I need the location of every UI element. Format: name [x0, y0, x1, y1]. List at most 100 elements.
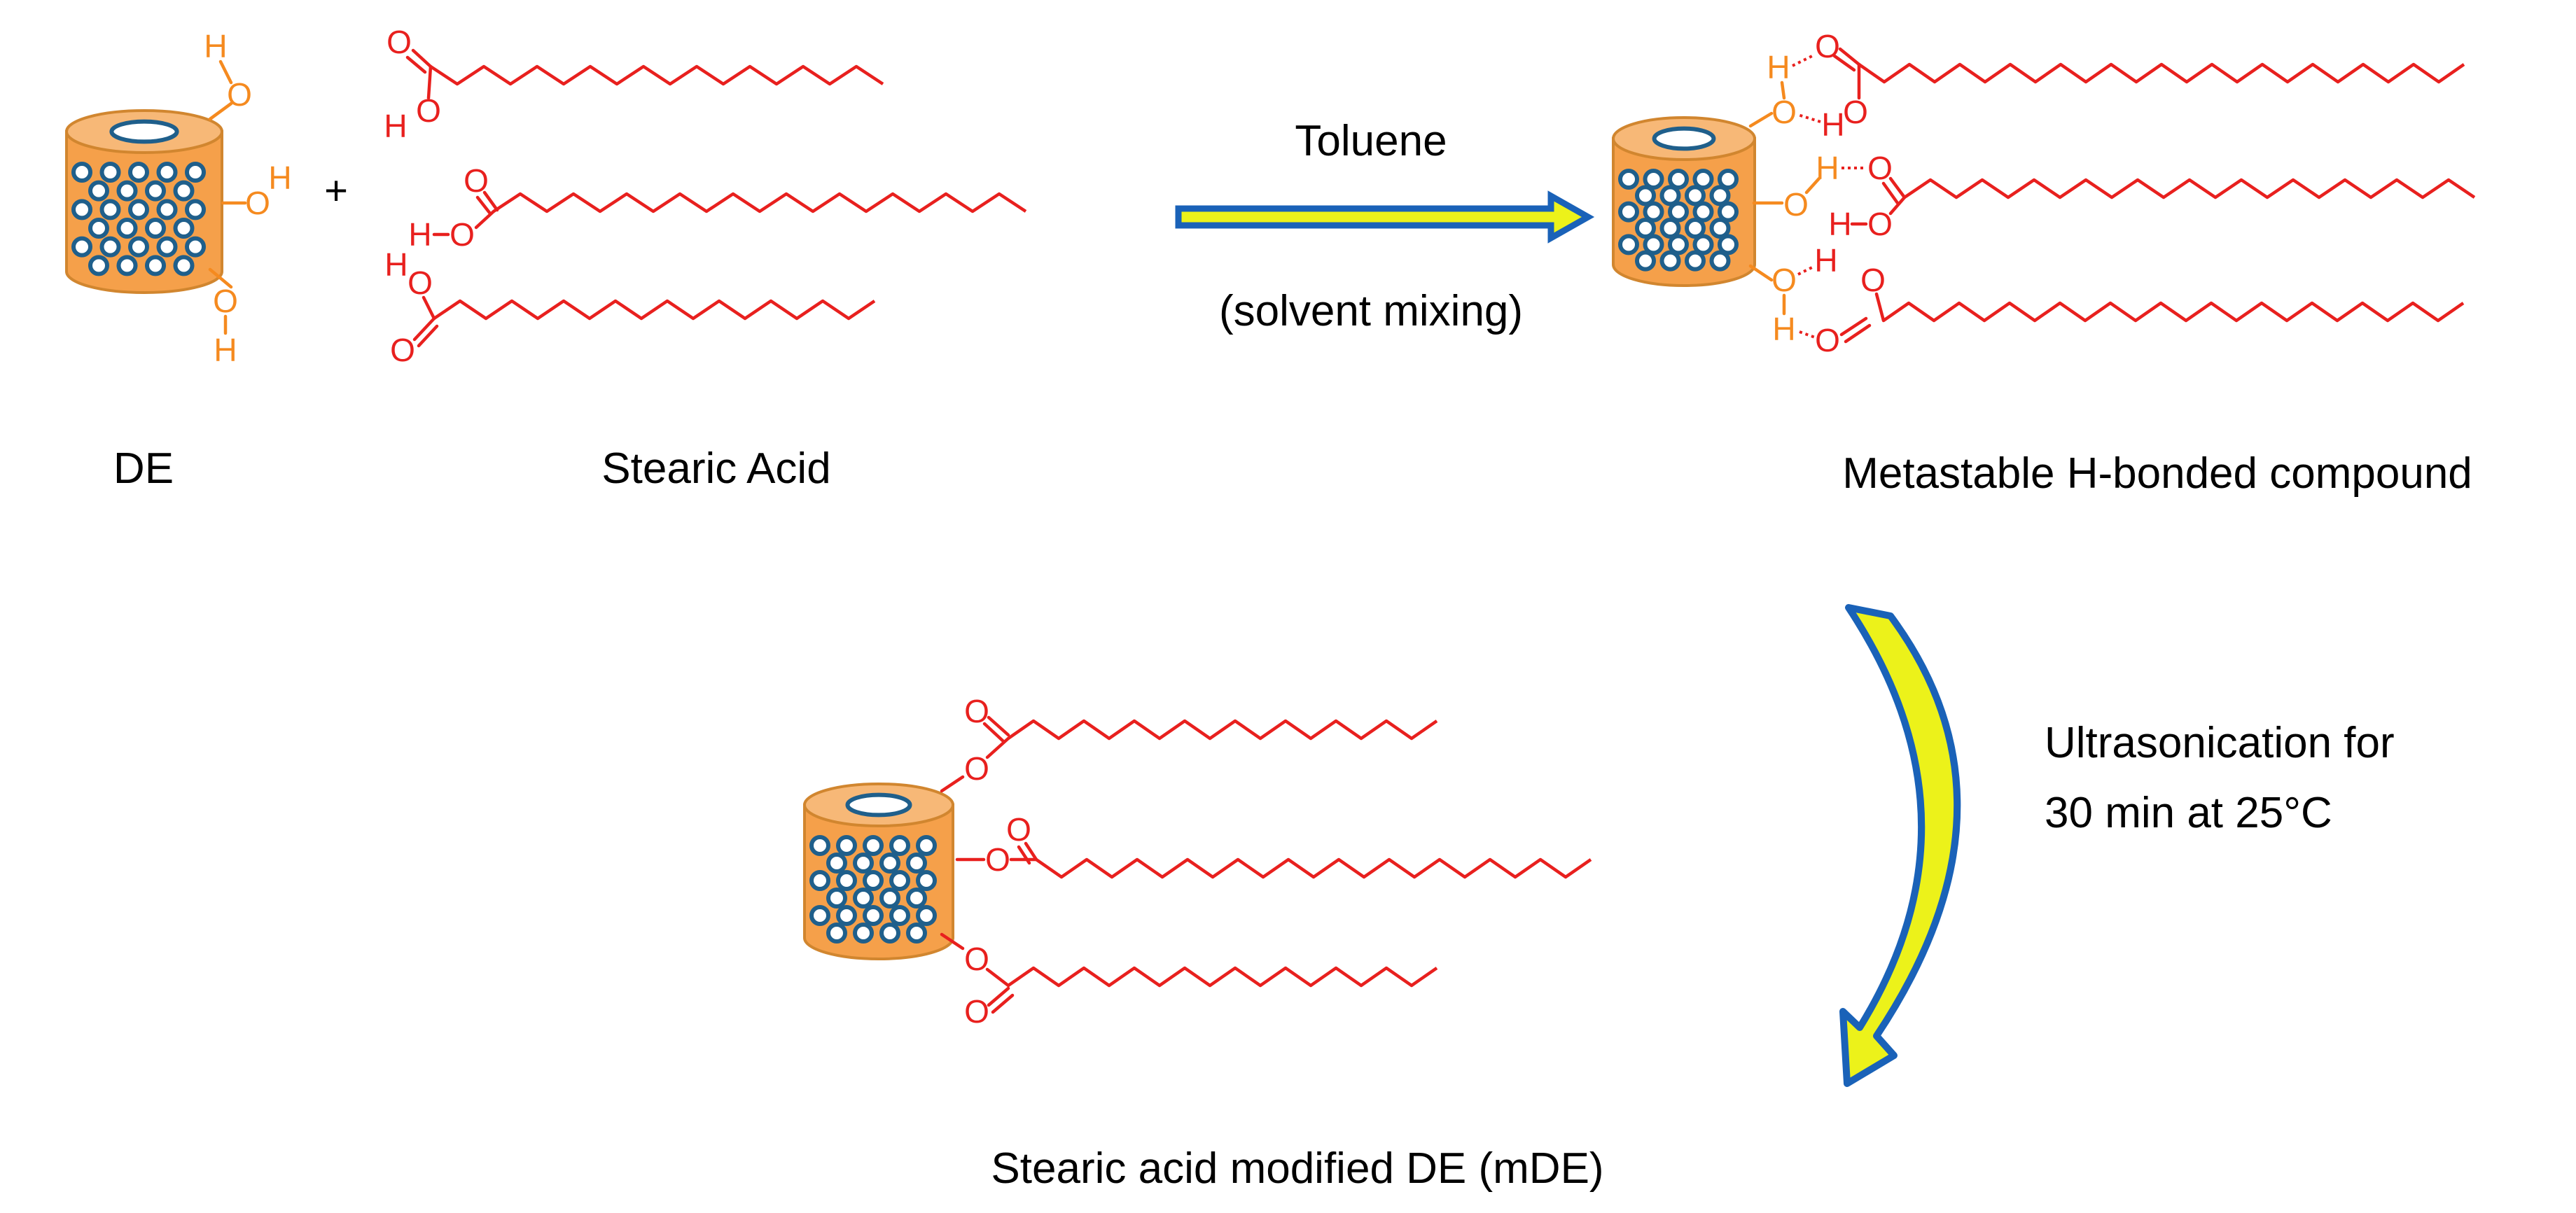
hydrogen-atom: H	[408, 216, 431, 253]
pore-circle	[185, 199, 206, 220]
hydrogen-bond-dash	[1797, 265, 1816, 276]
pore-circle	[1692, 201, 1714, 223]
pore-circle	[1635, 250, 1656, 272]
pore-circle	[853, 888, 874, 909]
pore-circle	[1659, 185, 1681, 206]
pore-circle	[809, 835, 830, 856]
pore-circle	[1668, 169, 1689, 190]
carbonyl-bond	[475, 195, 492, 216]
carbonyl-bond	[1832, 54, 1856, 72]
o-bond	[940, 775, 965, 793]
o-bond	[208, 101, 233, 121]
pore-circle	[1635, 218, 1656, 239]
hydrogen-atom: H	[204, 28, 227, 64]
hydrogen-atom: H	[214, 332, 237, 368]
pore-circle	[879, 853, 900, 874]
pore-circle	[1692, 169, 1714, 190]
carbonyl-bond	[991, 993, 1015, 1014]
hydrogen-atom: H	[384, 246, 408, 283]
oxygen-atom: O	[1815, 322, 1840, 358]
pore-circle	[1668, 201, 1689, 223]
pore-circle	[1692, 234, 1714, 255]
carbonyl-bond	[1844, 323, 1872, 344]
pore-circle	[836, 905, 857, 926]
oxygen-atom: O	[213, 283, 238, 319]
carbonyl-bond	[987, 986, 1010, 1007]
pore-circle	[1618, 201, 1639, 223]
pore-circle	[1685, 185, 1706, 206]
product-label: Stearic acid modified DE (mDE)	[991, 1144, 1603, 1193]
co-bond	[1874, 292, 1886, 323]
oxygen-atom: O	[1771, 94, 1797, 130]
pore-circle	[889, 870, 910, 891]
hydrogen-atom: H	[384, 108, 407, 144]
oxygen-atom: O	[416, 92, 441, 129]
hydrogen-atom: H	[1828, 206, 1851, 242]
pore-circle	[1618, 234, 1639, 255]
pore-circle	[1685, 218, 1706, 239]
pore-circle	[128, 199, 149, 220]
hydrogen-atom: H	[1767, 49, 1790, 85]
pore-circle	[99, 199, 121, 220]
hydrogen-bond-dash	[1799, 330, 1816, 339]
pore-circle	[145, 218, 166, 239]
h-bond	[218, 59, 233, 85]
alkyl-chain	[433, 299, 876, 321]
pore-circle	[185, 162, 206, 183]
carbonyl-bond	[412, 316, 436, 342]
pore-circle	[1668, 234, 1689, 255]
step1-reagent: Toluene	[1295, 117, 1447, 165]
oxygen-atom: O	[1867, 150, 1893, 186]
pore-circle	[1709, 218, 1731, 239]
pore-circle	[185, 236, 206, 258]
oxygen-atom: O	[1783, 186, 1809, 223]
pore-circle	[906, 853, 927, 874]
cylinder-hole	[845, 792, 912, 818]
cylinder-hole	[1652, 126, 1716, 151]
reaction-arrow-step1	[1175, 190, 1595, 244]
pore-circle	[1718, 169, 1739, 190]
curved-arrow-icon	[1839, 604, 1961, 1087]
pore-circle	[116, 255, 138, 276]
carbonyl-bond	[1838, 47, 1861, 66]
plus-sign: +	[324, 168, 348, 213]
pore-circle	[116, 218, 138, 239]
pore-circle	[1643, 169, 1664, 190]
alkyl-chain	[1903, 178, 2476, 199]
arrow-right-icon	[1175, 190, 1595, 244]
oxygen-atom: O	[1867, 206, 1893, 242]
pore-circle	[145, 180, 166, 202]
co-bond	[1888, 195, 1907, 216]
oxygen-atom: O	[1843, 94, 1868, 130]
pore-circle	[128, 236, 149, 258]
pore-circle	[853, 923, 874, 944]
pore-circle	[88, 180, 109, 202]
pore-circle	[1685, 250, 1706, 272]
pore-circle	[889, 905, 910, 926]
pore-circle	[99, 162, 121, 183]
pore-circle	[1659, 218, 1681, 239]
alkyl-chain	[1007, 719, 1438, 741]
alkyl-chain	[1882, 301, 2465, 323]
carbonyl-bond	[987, 715, 1010, 737]
hydrogen-bond-dash	[1792, 53, 1816, 67]
pore-circle	[1659, 250, 1681, 272]
pore-circle	[173, 255, 195, 276]
pore-circle	[836, 835, 857, 856]
pore-circle	[863, 905, 884, 926]
oxygen-atom: O	[964, 993, 989, 1030]
pore-circle	[863, 835, 884, 856]
pore-circle	[156, 236, 178, 258]
oxygen-atom: O	[1006, 811, 1031, 848]
pore-circle	[71, 162, 92, 183]
pore-circle	[1643, 201, 1664, 223]
pore-circle	[1635, 185, 1656, 206]
de-label: DE	[113, 444, 174, 493]
pore-circle	[916, 870, 937, 891]
pore-circle	[1709, 250, 1731, 272]
oxygen-atom: O	[245, 185, 270, 221]
